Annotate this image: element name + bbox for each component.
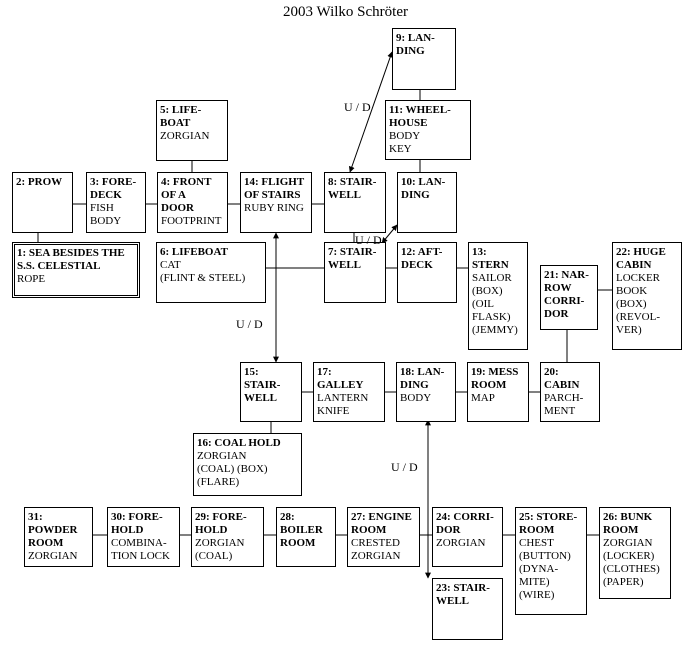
room-name: 5: LIFE- BOAT	[160, 104, 202, 129]
page-title: 2003 Wilko Schröter	[283, 4, 408, 20]
room-name: 6: LIFEBOAT	[160, 246, 228, 258]
room-name: 10: LAN- DING	[401, 176, 446, 201]
room-31: 31: POWDER ROOM ZORGIAN	[24, 507, 93, 567]
room-15: 15: STAIR- WELL	[240, 362, 302, 422]
room-17: 17: GALLEY LANTERN KNIFE	[313, 362, 385, 422]
room-29: 29: FORE- HOLD ZORGIAN (COAL)	[191, 507, 264, 567]
room-name: 2: PROW	[16, 176, 63, 188]
room-name: 26: BUNK ROOM	[603, 511, 653, 536]
room-name: 25: STORE- ROOM	[519, 511, 578, 536]
room-name: 1: SEA BESIDES THE S.S. CELESTIAL	[17, 247, 125, 272]
room-content: ZORGIAN	[160, 130, 210, 142]
room-name: 7: STAIR- WELL	[328, 246, 377, 271]
room-content: RUBY RING	[244, 202, 304, 214]
room-content: FOOTPRINT	[161, 215, 222, 227]
room-content: ZORGIAN (COAL)	[195, 537, 245, 562]
room-21: 21: NAR- ROW CORRI- DOR	[540, 265, 598, 330]
room-name: 16: COAL HOLD	[197, 437, 281, 449]
room-22: 22: HUGE CABIN LOCKER BOOK (BOX) (REVOL-…	[612, 242, 682, 350]
room-content: ZORGIAN	[436, 537, 486, 549]
room-28: 28: BOILER ROOM	[276, 507, 336, 567]
room-content: LANTERN KNIFE	[317, 392, 369, 417]
room-12: 12: AFT- DECK	[397, 242, 457, 303]
room-content: LOCKER BOOK (BOX) (REVOL- VER)	[616, 272, 660, 336]
room-10: 10: LAN- DING	[397, 172, 457, 233]
room-7: 7: STAIR- WELL	[324, 242, 386, 303]
room-content: SAILOR (BOX) (OIL FLASK) (JEMMY)	[472, 272, 518, 336]
room-11: 11: WHEEL- HOUSE BODY KEY	[385, 100, 471, 160]
ud-label-8-9: U / D	[344, 100, 371, 114]
room-name: 12: AFT- DECK	[401, 246, 443, 271]
room-name: 23: STAIR- WELL	[436, 582, 490, 607]
room-2: 2: PROW	[12, 172, 73, 233]
room-30: 30: FORE- HOLD COMBINA- TION LOCK	[107, 507, 180, 567]
room-6: 6: LIFEBOAT CAT (FLINT & STEEL)	[156, 242, 266, 303]
room-14: 14: FLIGHT OF STAIRS RUBY RING	[240, 172, 312, 233]
room-name: 18: LAN- DING	[400, 366, 445, 391]
ud-label-14-15: U / D	[236, 317, 263, 331]
room-name: 19: MESS ROOM	[471, 366, 519, 391]
room-name: 29: FORE- HOLD	[195, 511, 247, 536]
room-25: 25: STORE- ROOM CHEST (BUTTON) (DYNA- MI…	[515, 507, 587, 615]
room-name: 21: NAR- ROW CORRI- DOR	[544, 269, 589, 320]
room-name: 27: ENGINE ROOM	[351, 511, 412, 536]
room-name: 22: HUGE CABIN	[616, 246, 666, 271]
room-9: 9: LAN- DING	[392, 28, 456, 90]
room-23: 23: STAIR- WELL	[432, 578, 503, 640]
room-16: 16: COAL HOLD ZORGIAN (COAL) (BOX) (FLAR…	[193, 433, 302, 496]
room-19: 19: MESS ROOM MAP	[467, 362, 529, 422]
room-name: 31: POWDER ROOM	[28, 511, 78, 549]
room-3: 3: FORE- DECK FISH BODY	[86, 172, 146, 233]
room-20: 20: CABIN PARCH- MENT	[540, 362, 600, 422]
room-name: 30: FORE- HOLD	[111, 511, 163, 536]
room-content: FISH BODY	[90, 202, 122, 227]
room-name: 11: WHEEL- HOUSE	[389, 104, 451, 129]
room-content: ZORGIAN	[28, 550, 78, 562]
room-name: 4: FRONT OF A DOOR	[161, 176, 212, 214]
room-18: 18: LAN- DING BODY	[396, 362, 456, 422]
room-content: CHEST (BUTTON) (DYNA- MITE) (WIRE)	[519, 537, 571, 601]
ud-link-7-10	[381, 224, 398, 244]
room-name: 20: CABIN	[544, 366, 580, 391]
room-name: 8: STAIR- WELL	[328, 176, 377, 201]
room-name: 9: LAN- DING	[396, 32, 435, 57]
room-content: MAP	[471, 392, 495, 404]
room-content: COMBINA- TION LOCK	[111, 537, 170, 562]
room-content: ZORGIAN (LOCKER) (CLOTHES) (PAPER)	[603, 537, 660, 588]
room-name: 15: STAIR- WELL	[244, 366, 281, 404]
room-27: 27: ENGINE ROOM CRESTED ZORGIAN	[347, 507, 420, 567]
room-24: 24: CORRI- DOR ZORGIAN	[432, 507, 503, 567]
room-content: BODY KEY	[389, 130, 421, 155]
room-26: 26: BUNK ROOM ZORGIAN (LOCKER) (CLOTHES)…	[599, 507, 671, 599]
room-name: 17: GALLEY	[317, 366, 364, 391]
room-13: 13: STERN SAILOR (BOX) (OIL FLASK) (JEMM…	[468, 242, 528, 350]
room-8: 8: STAIR- WELL	[324, 172, 386, 233]
room-content: BODY	[400, 392, 432, 404]
room-content: CAT (FLINT & STEEL)	[160, 259, 246, 284]
room-4: 4: FRONT OF A DOOR FOOTPRINT	[157, 172, 228, 233]
room-name: 28: BOILER ROOM	[280, 511, 323, 549]
room-content: CRESTED ZORGIAN	[351, 537, 401, 562]
room-5: 5: LIFE- BOAT ZORGIAN	[156, 100, 228, 161]
room-name: 24: CORRI- DOR	[436, 511, 494, 536]
room-name: 3: FORE- DECK	[90, 176, 137, 201]
room-content: ZORGIAN (COAL) (BOX) (FLARE)	[197, 450, 268, 488]
ud-label-18-23: U / D	[391, 460, 418, 474]
room-name: 13: STERN	[472, 246, 509, 271]
room-1: 1: SEA BESIDES THE S.S. CELESTIAL ROPE	[12, 242, 140, 298]
ud-link-8-9	[348, 51, 394, 173]
room-content: ROPE	[17, 273, 46, 285]
room-content: PARCH- MENT	[544, 392, 584, 417]
room-name: 14: FLIGHT OF STAIRS	[244, 176, 305, 201]
ud-label-7-10: U / D	[355, 233, 382, 247]
